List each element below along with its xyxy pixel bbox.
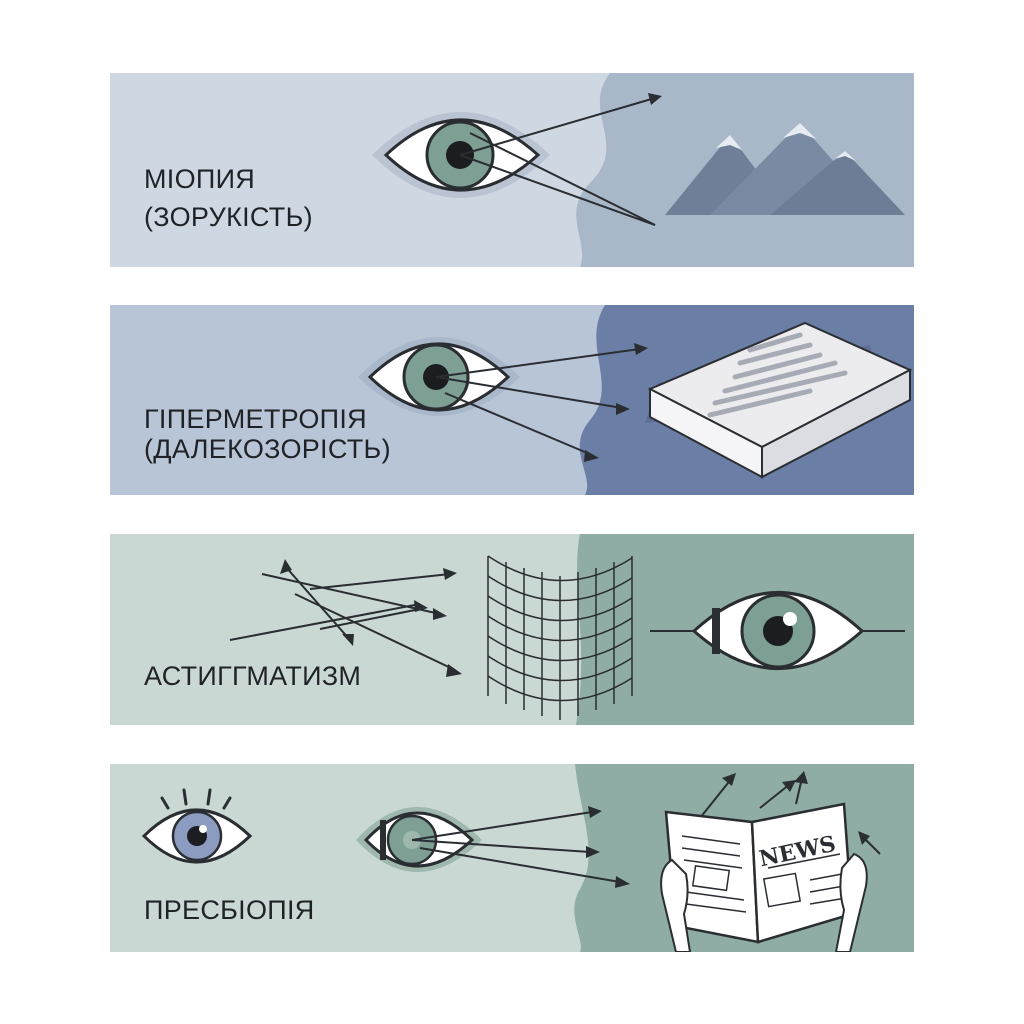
light-rays bbox=[411, 811, 621, 883]
small-eye-icon bbox=[141, 788, 253, 864]
presbyopia-illustration: NEWS bbox=[141, 771, 881, 952]
grid-icon bbox=[487, 555, 633, 720]
panel-myopia: МІОПИЯ (ЗОРУКІСТЬ) bbox=[110, 73, 914, 267]
astigmatism-illustration bbox=[229, 555, 905, 720]
light-rays bbox=[459, 97, 656, 226]
newspaper-icon: NEWS bbox=[664, 802, 854, 944]
panel-astigmatism: АСТИГГМАТИЗМ bbox=[110, 534, 914, 725]
light-rays bbox=[435, 348, 641, 456]
hands bbox=[660, 852, 868, 952]
book-icon bbox=[645, 321, 913, 479]
myopia-illustration bbox=[372, 93, 905, 226]
panel-hyperopia: ГІПЕРМЕТРОПІЯ (ДАЛЕКОЗОРІСТЬ) bbox=[110, 305, 914, 495]
myopia-subtitle: (ЗОРУКІСТЬ) bbox=[144, 202, 313, 232]
hyperopia-illustration bbox=[358, 321, 913, 479]
hyperopia-subtitle: (ДАЛЕКОЗОРІСТЬ) bbox=[144, 434, 391, 464]
myopia-title: МІОПИЯ bbox=[144, 164, 256, 194]
astigmatism-title: АСТИГГМАТИЗМ bbox=[144, 661, 362, 691]
presbyopia-title: ПРЕСБІОПІЯ bbox=[144, 895, 315, 925]
scattered-rays bbox=[229, 565, 456, 671]
hyperopia-title: ГІПЕРМЕТРОПІЯ bbox=[144, 404, 367, 434]
eye-icon bbox=[650, 591, 905, 670]
arrow-head bbox=[648, 93, 662, 105]
panel-presbyopia: NEWS ПРЕСБІОПІЯ bbox=[110, 764, 914, 952]
eye-icon bbox=[372, 112, 550, 198]
mountains-icon bbox=[665, 123, 905, 215]
